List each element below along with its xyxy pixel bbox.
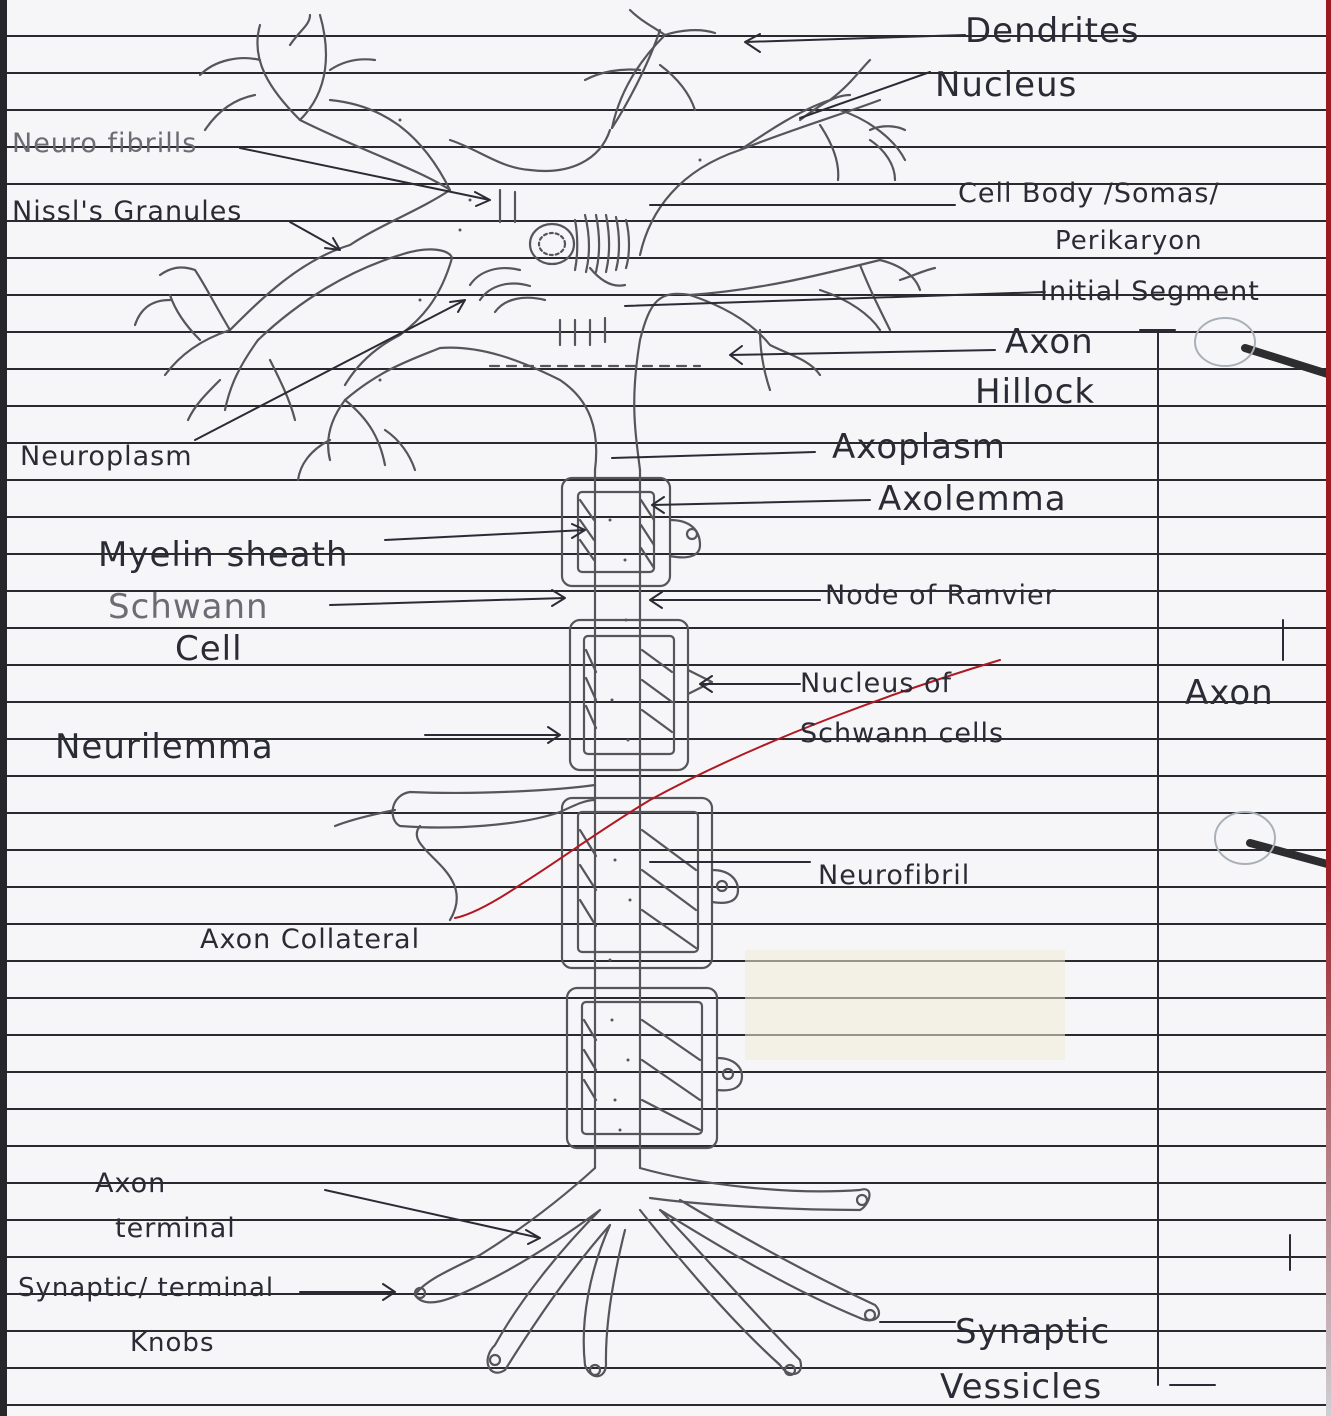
axon-outline xyxy=(595,470,640,1168)
label-perikaryon: Perikaryon xyxy=(1055,228,1203,254)
axon-collateral xyxy=(335,785,595,920)
label-initial-segment: Initial Segment xyxy=(1040,278,1260,305)
label-synaptic-knobs-1: Synaptic/ terminal xyxy=(18,1275,274,1301)
nucleus-circle xyxy=(530,224,574,264)
label-synaptic-knobs-2: Knobs xyxy=(130,1330,215,1356)
label-axon-terminal-2: terminal xyxy=(115,1215,236,1242)
label-schwann-cell-1: Schwann xyxy=(108,590,269,624)
label-nucleus: Nucleus xyxy=(935,68,1077,102)
axoplasm-dots xyxy=(379,119,702,1132)
axon-terminals xyxy=(415,1168,879,1376)
label-nucleus-schwann-1: Nucleus of xyxy=(800,670,952,697)
label-axoplasm: Axoplasm xyxy=(832,430,1006,464)
label-dendrites: Dendrites xyxy=(965,14,1140,48)
label-synaptic-vesicles-1: Synaptic xyxy=(955,1315,1110,1349)
myelin-segments xyxy=(562,478,742,1148)
label-nissls-granules: Nissl's Granules xyxy=(12,198,242,225)
label-schwann-cell-2: Cell xyxy=(175,632,243,666)
label-axon-hillock-2: Hillock xyxy=(975,375,1095,409)
label-cell-body: Cell Body /Somas/ xyxy=(958,180,1220,207)
spiral-binding xyxy=(1245,348,1331,865)
label-neurofibrills: Neuro fibrills xyxy=(12,130,197,157)
label-axon-terminal-1: Axon xyxy=(95,1170,166,1197)
label-axolemma: Axolemma xyxy=(878,482,1067,516)
label-myelin-sheath: Myelin sheath xyxy=(98,538,349,572)
label-nucleus-schwann-2: Schwann cells xyxy=(800,720,1004,747)
label-synaptic-vesicles-2: Vessicles xyxy=(940,1370,1102,1404)
cell-body-outline xyxy=(230,30,880,470)
label-node-of-ranvier: Node of Ranvier xyxy=(825,582,1057,609)
label-neuroplasm: Neuroplasm xyxy=(20,443,193,470)
label-neurilemma: Neurilemma xyxy=(55,730,274,764)
label-axon-collateral: Axon Collateral xyxy=(200,926,420,953)
smudge xyxy=(745,950,1065,1060)
label-axon: Axon xyxy=(1185,676,1274,710)
label-neurofibril: Neurofibril xyxy=(818,862,970,889)
label-axon-hillock-1: Axon xyxy=(1005,325,1094,359)
